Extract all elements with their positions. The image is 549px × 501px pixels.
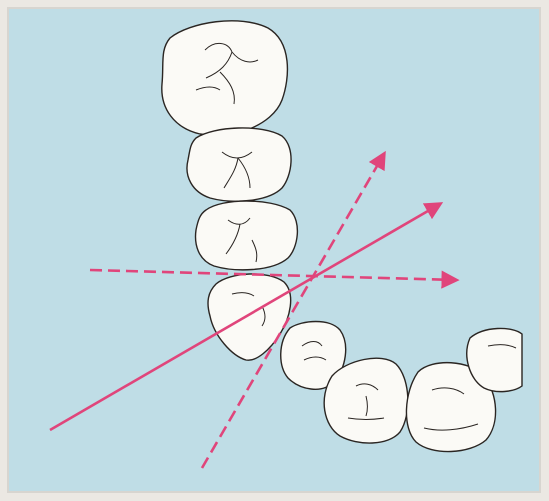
tooth-molar-1 [162, 21, 288, 136]
tooth-incisor-lateral-1 [324, 358, 408, 443]
tooth-premolar-1 [196, 201, 298, 270]
tooth-molar-2 [187, 128, 291, 201]
